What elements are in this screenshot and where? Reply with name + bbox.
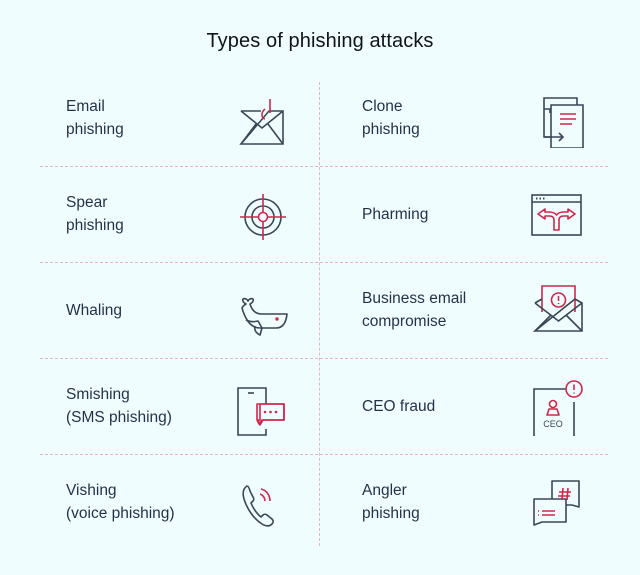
phone-message-icon [232,376,292,436]
envelope-alert-icon [528,280,588,340]
attack-label: Clone phishing [362,98,420,138]
attack-type-clone-phishing: Clone phishing [336,70,606,166]
attack-type-vishing: Vishing (voice phishing) [40,454,310,550]
attack-label: Smishing (SMS phishing) [66,386,172,426]
attack-label: Whaling [66,301,122,319]
duplicate-document-icon [528,88,588,148]
attack-type-email-phishing: Email phishing [40,70,310,166]
row-divider [40,454,608,455]
attack-type-spear-phishing: Spear phishing [40,166,310,262]
attack-type-ceo-fraud: CEO fraud CEO [336,358,606,454]
row-divider [40,262,608,263]
row-divider [40,358,608,359]
browser-redirect-arrows-icon [528,184,588,244]
attack-type-smishing: Smishing (SMS phishing) [40,358,310,454]
attack-label: Business email compromise [362,290,467,330]
whale-icon [232,280,292,340]
attack-label: Angler phishing [362,482,420,522]
attack-type-business-email-compromise: Business email compromise [336,262,606,358]
attack-label: CEO fraud [362,397,436,415]
attack-type-angler-phishing: Angler phishing [336,454,606,550]
attack-label: Vishing (voice phishing) [66,482,175,522]
svg-text:CEO: CEO [543,419,563,429]
vertical-divider [319,82,320,546]
phone-call-icon [232,472,292,532]
attack-label: Pharming [362,205,429,223]
row-divider [40,166,608,167]
attack-type-whaling: Whaling [40,262,310,358]
attack-label: Email phishing [66,98,124,138]
envelope-with-hook-icon [232,88,292,148]
attack-label: Spear phishing [66,194,124,234]
ceo-badge-alert-icon: CEO [528,376,588,436]
crosshair-target-icon [232,184,292,244]
social-chat-hashtag-icon [528,472,588,532]
attack-type-pharming: Pharming [336,166,606,262]
page-title: Types of phishing attacks [206,30,434,52]
